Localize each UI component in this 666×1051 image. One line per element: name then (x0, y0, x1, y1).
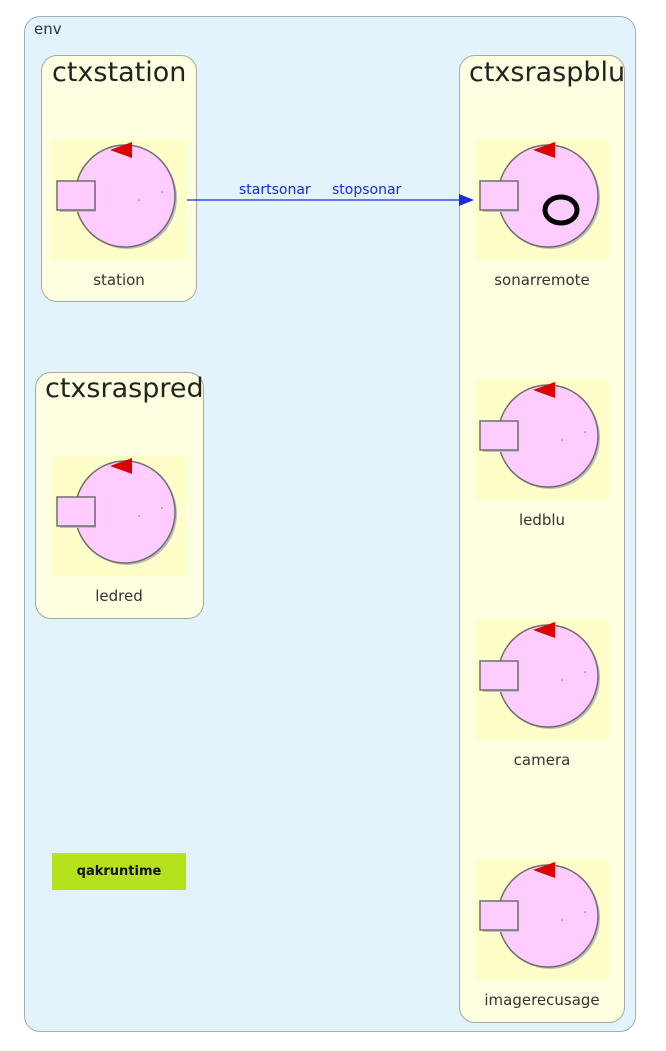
actor-label-sonarremote: sonarremote (494, 271, 590, 289)
context-title-ctxsraspred: ctxsraspred (45, 373, 204, 404)
actor-camera[interactable] (475, 620, 609, 740)
actor-label-camera: camera (513, 751, 571, 769)
actor-sonarremote[interactable] (475, 140, 609, 260)
running-indicator-icon (542, 194, 580, 226)
actor-label-ledred: ledred (95, 587, 143, 605)
actor-label-station: station (93, 271, 145, 289)
edge-label-stopsonar: stopsonar (332, 182, 402, 198)
actor-station[interactable] (52, 140, 186, 260)
actor-label-ledblu: ledblu (518, 511, 566, 529)
env-label: env (34, 20, 62, 38)
actor-ledred[interactable] (52, 456, 186, 576)
qakruntime-badge: qakruntime (52, 853, 186, 890)
actor-ledblu[interactable] (475, 380, 609, 500)
actor-imagerecusage[interactable] (475, 860, 609, 980)
edge-label-startsonar: startsonar (239, 182, 311, 198)
context-title-ctxsraspblu: ctxsraspblu (469, 57, 626, 88)
context-title-ctxstation: ctxstation (52, 57, 187, 88)
edge-arrowhead-icon (459, 194, 474, 206)
actor-label-imagerecusage: imagerecusage (484, 991, 600, 1009)
